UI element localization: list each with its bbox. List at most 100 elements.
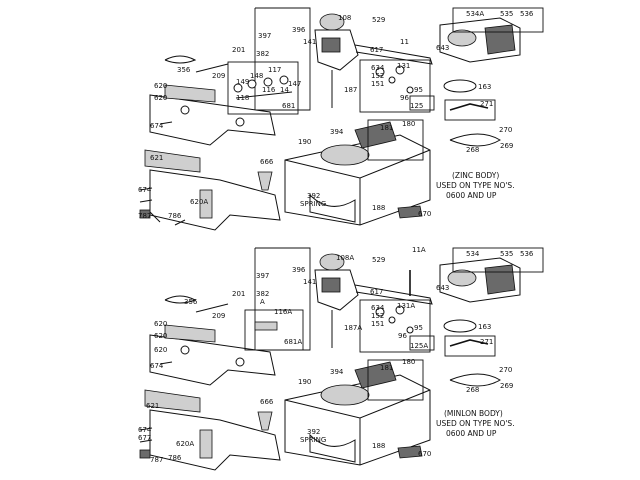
label: 677 — [138, 434, 151, 442]
label: 620 — [154, 332, 167, 340]
label: 152 — [371, 312, 384, 320]
spring-356 — [164, 295, 197, 304]
carburetor-bracket-box — [254, 7, 311, 111]
bracket-620 — [149, 334, 276, 386]
label: 620A — [176, 440, 194, 448]
label: 108 — [338, 14, 351, 22]
label: 620 — [154, 82, 167, 90]
link-209 — [195, 303, 229, 313]
label: 621 — [146, 402, 159, 410]
label: 666 — [260, 158, 274, 166]
label: 674 — [150, 362, 164, 370]
note-line-1: (MINLON BODY) — [444, 409, 503, 418]
label: 394 — [330, 368, 344, 376]
label: 95 — [414, 324, 423, 332]
label: 11A — [412, 246, 426, 254]
screen-666 — [257, 411, 273, 431]
needle-valve-parts — [359, 299, 431, 353]
label: 151 — [371, 320, 384, 328]
element-268 — [449, 133, 501, 147]
label: 529 — [372, 16, 385, 24]
label: 149 — [236, 78, 249, 86]
note-line-2: USED ON TYPE NO'S. — [436, 181, 515, 190]
bracket-620 — [149, 94, 276, 146]
label: 96 — [398, 332, 407, 340]
gasket-163 — [443, 319, 477, 333]
label: 152 — [371, 72, 384, 80]
label: 147 — [288, 80, 301, 88]
label: 118 — [236, 94, 249, 102]
label: 201 — [232, 46, 245, 54]
screen-666 — [257, 171, 273, 191]
label: 666 — [260, 398, 274, 406]
label: 11 — [400, 38, 409, 46]
label: 534A — [466, 10, 484, 18]
carburetor-bracket-box — [254, 247, 311, 351]
label: 151 — [371, 80, 384, 88]
parts-box-681 — [227, 61, 299, 115]
parts-box-271 — [444, 335, 496, 357]
label: 392 — [307, 192, 320, 200]
parts-box-681a — [244, 309, 304, 351]
label: 674 — [150, 122, 164, 130]
label: 188 — [372, 204, 385, 212]
parts-box-180 — [367, 359, 424, 401]
gasket-163 — [443, 79, 477, 93]
label: 396 — [292, 26, 306, 34]
label: 209 — [212, 312, 225, 320]
label: 268 — [466, 146, 479, 154]
label: 670 — [418, 450, 431, 458]
label: 125 — [410, 102, 423, 110]
label: 181 — [380, 364, 393, 372]
label: 117 — [268, 66, 281, 74]
label: 209 — [212, 72, 225, 80]
label: 392 — [307, 428, 320, 436]
label: 397 — [256, 272, 269, 280]
label: 95 — [414, 86, 423, 94]
label: SPRING — [300, 436, 326, 444]
label: 141 — [303, 278, 316, 286]
label: 148 — [250, 72, 263, 80]
label: 190 — [298, 138, 311, 146]
label: 535 — [500, 250, 513, 258]
label: 271 — [480, 100, 493, 108]
label: 529 — [372, 256, 385, 264]
label: 620 — [154, 346, 167, 354]
air-cleaner-643 — [439, 247, 544, 303]
screws-left — [139, 121, 173, 219]
label: 141 — [303, 38, 316, 46]
label: SPRING — [300, 200, 326, 208]
label: 382 — [256, 50, 269, 58]
label: 268 — [466, 386, 479, 394]
label: 187A — [344, 324, 362, 332]
label: 356 — [177, 66, 191, 74]
top-assembly: 356 209 620 620 674 621 674 787 786 620A… — [138, 7, 544, 231]
label: 116 — [262, 86, 276, 94]
bracket-620a — [149, 169, 281, 231]
label: 14 — [280, 86, 289, 94]
label: 620A — [190, 198, 208, 206]
label: 181 — [380, 124, 393, 132]
label: 190 — [298, 378, 311, 386]
label: 681A — [284, 338, 302, 346]
label: 108A — [336, 254, 354, 262]
bottom-assembly: 356 209 620 620 620 674 621 674 677 787 … — [138, 246, 544, 471]
note-line-3: 0600 AND UP — [446, 429, 497, 438]
spring-356 — [164, 55, 197, 64]
label: 201 — [232, 290, 245, 298]
needle-valve-parts — [359, 59, 431, 113]
air-cleaner-643 — [439, 7, 544, 63]
bracket-620a — [149, 409, 281, 471]
carburetor-body — [314, 253, 433, 348]
screws-left — [139, 361, 173, 459]
label: 536 — [520, 250, 534, 258]
label: 180 — [402, 358, 415, 366]
label: 116A — [274, 308, 292, 316]
label: 787 — [138, 212, 151, 220]
label: 617 — [370, 288, 383, 296]
label: 681 — [282, 102, 295, 110]
label: 163 — [478, 83, 491, 91]
label: 620 — [154, 320, 167, 328]
label: 187 — [344, 86, 357, 94]
label: 188 — [372, 442, 385, 450]
